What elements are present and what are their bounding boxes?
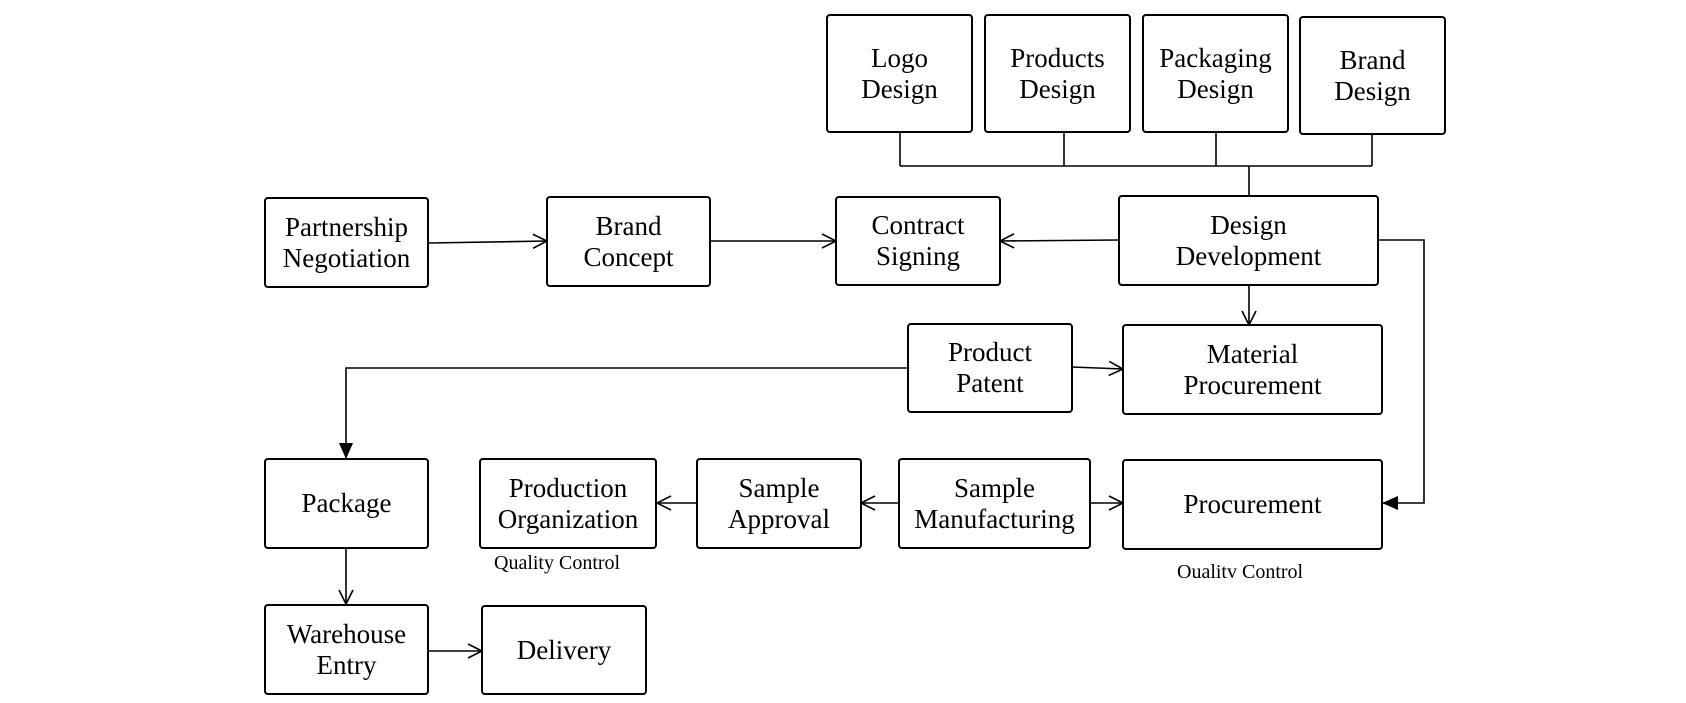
node-procurement: Procurement — [1122, 459, 1383, 550]
edge-product-patent-to-material-procurement — [1071, 367, 1123, 369]
node-partnership-negotiation: Partnership Negotiation — [264, 197, 429, 288]
node-products-design: Products Design — [984, 14, 1131, 133]
edge-product-patent-to-package — [339, 367, 908, 459]
node-label: Warehouse Entry — [286, 618, 407, 680]
node-label: Material Procurement — [1183, 338, 1322, 400]
node-package: Package — [264, 458, 429, 549]
edge-design-development-to-contract-signing — [1000, 240, 1120, 241]
node-contract-signing: Contract Signing — [835, 196, 1001, 286]
node-material-procurement: Material Procurement — [1122, 324, 1383, 415]
node-design-development: Design Development — [1118, 195, 1379, 286]
node-label: Sample Manufacturing — [914, 472, 1075, 534]
edge-design-development-to-procurement — [1378, 239, 1425, 510]
node-delivery: Delivery — [481, 605, 647, 695]
node-label: Package — [301, 488, 392, 518]
node-label: Product Patent — [948, 337, 1032, 398]
note-quality-control-procurement: Oualitv Control — [1177, 561, 1304, 583]
note-quality-control-production: Quality Control — [494, 552, 621, 574]
node-label: Production Organization — [497, 472, 639, 534]
node-sample-manufacturing: Sample Manufacturing — [898, 458, 1091, 549]
node-label: Brand Concept — [583, 210, 674, 272]
node-label: Sample Approval — [728, 472, 830, 534]
node-label: Contract Signing — [871, 210, 965, 271]
node-brand-concept: Brand Concept — [546, 196, 711, 287]
node-label: Brand Design — [1334, 44, 1411, 106]
node-sample-approval: Sample Approval — [696, 458, 862, 549]
node-label: Logo Design — [861, 42, 938, 104]
edge-partnership-to-brand-concept — [427, 241, 547, 243]
node-production-organization: Production Organization — [479, 458, 657, 549]
node-label: Products Design — [1010, 42, 1105, 104]
node-warehouse-entry: Warehouse Entry — [264, 604, 429, 695]
node-product-patent: Product Patent — [907, 323, 1073, 413]
node-label: Packaging Design — [1159, 42, 1272, 104]
node-label: Partnership Negotiation — [282, 211, 411, 273]
node-label: Procurement — [1183, 489, 1322, 519]
node-label: Design Development — [1175, 209, 1322, 271]
node-packaging-design: Packaging Design — [1142, 14, 1289, 133]
node-logo-design: Logo Design — [826, 14, 973, 133]
node-label: Delivery — [516, 634, 612, 665]
node-brand-design: Brand Design — [1299, 16, 1446, 135]
